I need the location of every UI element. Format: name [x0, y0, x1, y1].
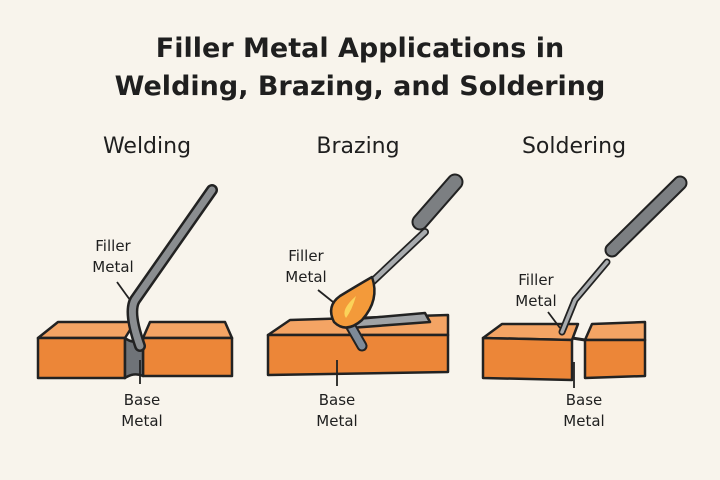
label-line: Metal: [515, 292, 557, 310]
heading-brazing: Brazing: [316, 134, 400, 159]
label-line: Base: [123, 391, 161, 409]
heading-soldering: Soldering: [521, 134, 627, 159]
title-line-2: Welding, Brazing, and Soldering: [114, 71, 606, 102]
label-line: Filler: [518, 271, 554, 289]
label-line: Filler: [288, 247, 324, 265]
diagram-title: Filler Metal Applications in Welding, Bra…: [115, 30, 606, 106]
label-line: Metal: [563, 412, 605, 430]
label-line: Metal: [285, 268, 327, 286]
label-line: Filler: [95, 237, 131, 255]
soldering-base-metal: [481, 320, 647, 382]
label-line: Metal: [316, 412, 358, 430]
label-line: Base: [565, 391, 603, 409]
welding-base-metal: [36, 320, 234, 380]
title-line-1: Filler Metal Applications in: [155, 33, 565, 64]
heading-welding: Welding: [102, 134, 192, 159]
label-line: Metal: [121, 412, 163, 430]
label-line: Base: [318, 391, 356, 409]
label-line: Metal: [92, 258, 134, 276]
